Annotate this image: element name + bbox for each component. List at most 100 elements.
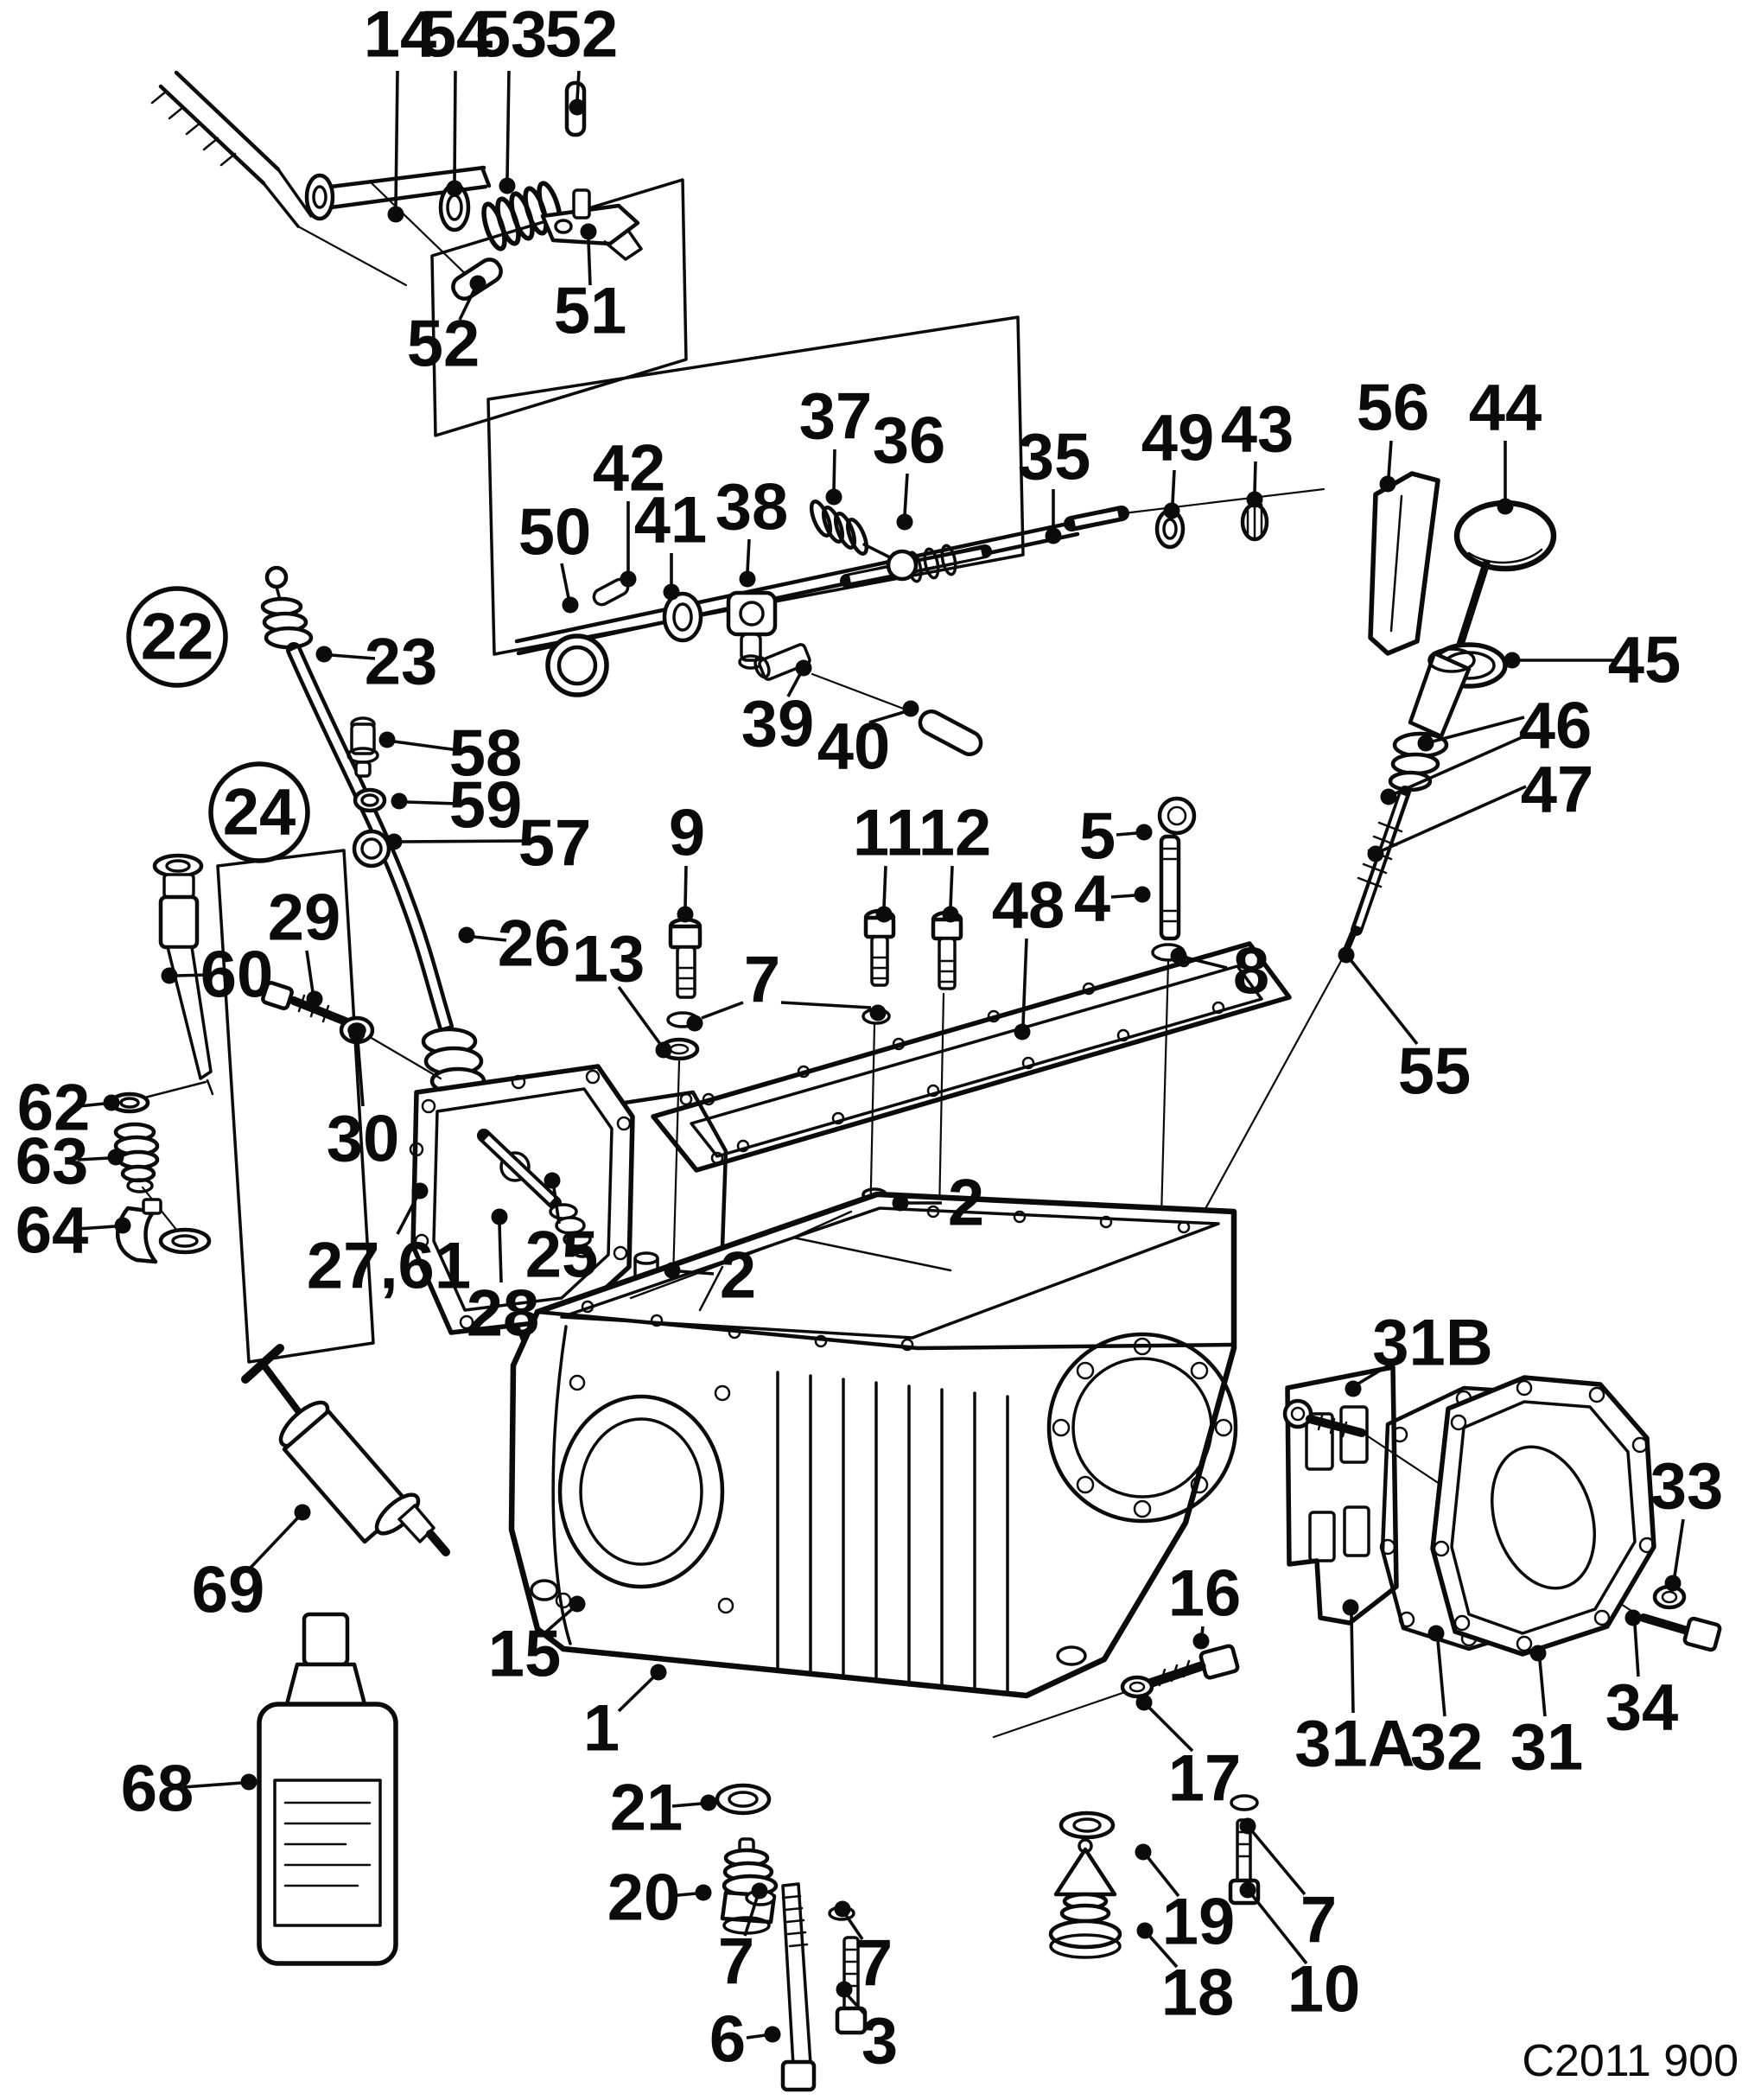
leader-line: [393, 740, 459, 752]
part-number: 50: [518, 496, 592, 570]
part-number: 48: [992, 869, 1065, 943]
leader-line: [1147, 1856, 1180, 1898]
part-label-63: 63: [16, 1125, 124, 1199]
leader-dot: [1380, 788, 1397, 805]
leader-line: [400, 839, 528, 843]
leader-line: [617, 1676, 655, 1713]
part-number: 21: [610, 1772, 683, 1845]
part-number: 32: [1410, 1711, 1484, 1785]
leader-line: [1021, 938, 1028, 1026]
leader-dot: [751, 1882, 768, 1900]
part-label-59: 59: [391, 769, 522, 843]
part-label-45: 45: [1504, 624, 1681, 697]
part-number: 33: [1650, 1450, 1724, 1524]
part-number: 19: [1162, 1886, 1236, 1959]
part-number: 40: [817, 710, 891, 784]
leader-line: [505, 70, 511, 180]
leader-line: [903, 473, 909, 516]
leader-line: [458, 289, 476, 321]
part-label-41: 41: [634, 484, 708, 601]
leader-line: [1395, 735, 1525, 795]
part-number: 18: [1161, 1957, 1235, 2030]
leader-line: [1110, 894, 1136, 899]
part-label-18: 18: [1136, 1922, 1235, 2030]
part-number: 20: [607, 1861, 681, 1935]
inset-box-top: [430, 178, 688, 437]
part-number: 51: [554, 275, 627, 348]
leader-dot: [378, 731, 396, 748]
exploded-view-artwork: [109, 70, 1722, 2092]
leader-line: [249, 1517, 299, 1569]
part-label-10: 10: [1239, 1881, 1360, 2027]
part-number: 26: [498, 907, 571, 981]
part-label-30: 30: [327, 1025, 399, 1176]
leader-dot: [1135, 1843, 1152, 1861]
leader-dot: [469, 275, 486, 292]
leader-dot: [695, 1884, 712, 1901]
part-label-50: 50: [518, 496, 592, 614]
leader-line: [746, 2033, 766, 2040]
part-number: 68: [121, 1753, 194, 1826]
part-number: 58: [449, 717, 523, 791]
part-number: 15: [488, 1618, 562, 1691]
part-label-22: 22: [126, 586, 228, 688]
leader-dot: [1136, 1922, 1154, 1939]
leader-dot: [1014, 1023, 1031, 1040]
part-number: 53: [474, 0, 548, 72]
part-label-35: 35: [1018, 421, 1090, 544]
part-number: 8: [1233, 935, 1269, 1009]
leader-dot: [1342, 1599, 1359, 1616]
part-label-7: 7: [686, 944, 887, 1032]
leader-line: [498, 1223, 503, 1283]
leader-line: [1350, 959, 1419, 1046]
leader-line: [746, 538, 751, 573]
leader-line: [552, 1187, 561, 1225]
selector-joint-parts: [438, 80, 643, 301]
leader-dot: [1345, 1380, 1362, 1397]
leader-dot: [1246, 491, 1263, 508]
leader-dot: [569, 99, 586, 116]
leader-dot: [1045, 527, 1062, 544]
part-label-58: 58: [378, 717, 523, 791]
part-label-52: 52: [407, 275, 486, 381]
part-number: 6: [709, 2003, 746, 2077]
part-number: 2: [948, 1167, 984, 1240]
leader-line: [868, 710, 905, 724]
locking-fluid-bottle: [257, 1612, 398, 1966]
part-label-28: 28: [467, 1208, 539, 1351]
leader-dot: [664, 1262, 681, 1279]
part-label-44: 44: [1469, 372, 1542, 515]
leader-dot: [385, 833, 403, 850]
part-number: 43: [1221, 393, 1294, 467]
part-label-1: 1: [583, 1664, 667, 1766]
part-label-57: 57: [385, 807, 591, 881]
leader-line: [832, 449, 836, 491]
part-label-19: 19: [1135, 1843, 1236, 1959]
leader-dot: [650, 1664, 667, 1681]
part-label-36: 36: [873, 404, 945, 531]
part-number: 7: [744, 944, 780, 1017]
transmission-case: [508, 1191, 1238, 1699]
leader-dot: [1134, 886, 1151, 903]
leader-line: [678, 1270, 715, 1276]
part-number: 13: [572, 923, 645, 996]
leader-line: [330, 653, 376, 660]
part-number: 41: [634, 484, 708, 557]
part-number: 7: [1300, 1884, 1337, 1957]
leader-dot: [764, 2026, 781, 2043]
part-number: 46: [1519, 690, 1593, 763]
leader-dot: [739, 570, 756, 588]
part-label-25: 25: [525, 1172, 598, 1292]
label-circle: [126, 586, 228, 688]
part-label-23: 23: [315, 626, 437, 699]
part-number: 29: [268, 881, 341, 955]
leader-dot: [686, 1015, 703, 1032]
leader-line: [473, 935, 507, 942]
part-label-13: 13: [572, 923, 672, 1059]
leader-line: [1116, 831, 1138, 837]
leader-line: [617, 985, 662, 1046]
leader-line: [560, 563, 570, 599]
leader-line: [587, 239, 592, 286]
part-number: 31B: [1372, 1307, 1492, 1380]
